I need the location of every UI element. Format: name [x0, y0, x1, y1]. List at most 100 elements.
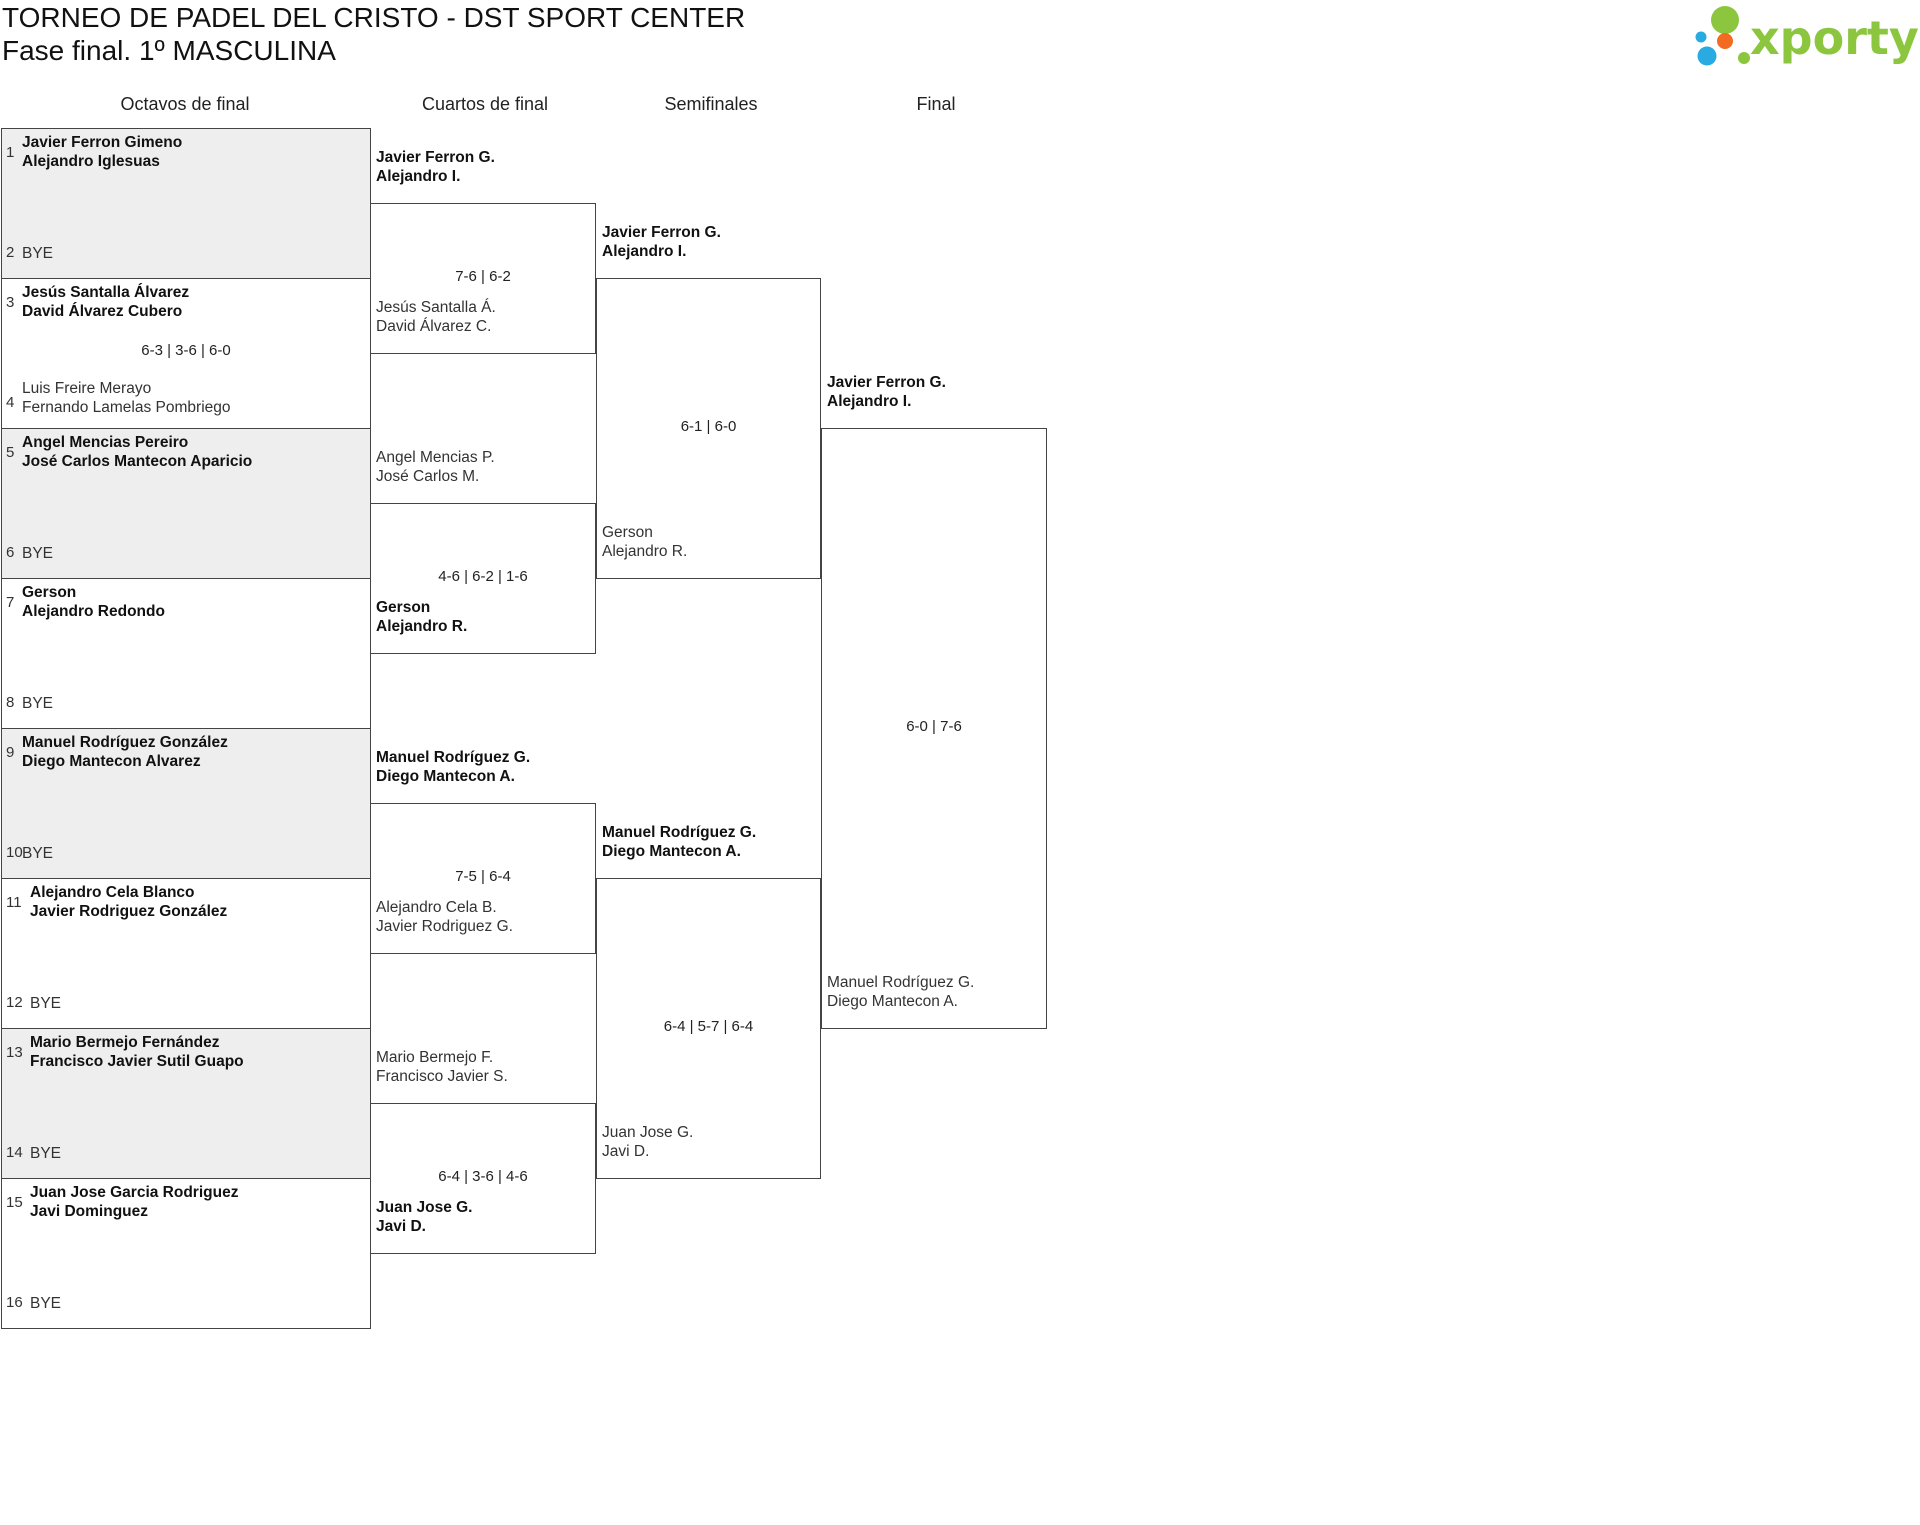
tournament-title: TORNEO DE PADEL DEL CRISTO - DST SPORT C… [2, 2, 746, 33]
player-name: Javier Ferron Gimeno [22, 134, 183, 151]
player-name: BYE [22, 245, 54, 262]
player-name: Mario Bermejo F. [376, 1049, 494, 1066]
team-top: Javier Ferron G.Alejandro I. [827, 373, 946, 411]
player-name: Manuel Rodríguez González [22, 734, 228, 751]
player-name: Alejandro Redondo [22, 603, 165, 620]
logo-wordmark: xporty [1750, 11, 1919, 65]
match-score: 6-3 | 3-6 | 6-0 [141, 342, 231, 359]
team-bottom: BYE [22, 544, 53, 563]
team-bottom: Jesús Santalla Á.David Álvarez C. [376, 298, 496, 336]
match-box-cuartos [370, 503, 596, 654]
player-name: Javi D. [602, 1143, 650, 1160]
player-name: BYE [30, 995, 62, 1012]
player-name: Alejandro Iglesuas [22, 153, 160, 170]
match-box-cuartos [370, 203, 596, 354]
player-name: Manuel Rodríguez G. [827, 974, 975, 991]
player-name: BYE [22, 845, 54, 862]
seed-number: 12 [6, 994, 23, 1011]
player-name: Alejandro R. [376, 618, 468, 635]
player-name: Manuel Rodríguez G. [602, 824, 757, 841]
match-box-octavos [1, 878, 371, 1029]
player-name: Javier Rodriguez González [30, 903, 228, 920]
player-name: Manuel Rodríguez G. [376, 749, 531, 766]
round-header-cuartos: Cuartos de final [421, 94, 549, 114]
match-box-cuartos [370, 1103, 596, 1254]
match-score: 6-4 | 3-6 | 4-6 [438, 1168, 528, 1185]
phase-subtitle: Fase final. 1º MASCULINA [2, 35, 336, 66]
seed-number: 4 [6, 394, 15, 411]
player-name: Javier Ferron G. [827, 374, 946, 391]
player-name: Juan Jose G. [602, 1124, 694, 1141]
match-box-final [821, 428, 1047, 1029]
seed-number: 3 [6, 294, 15, 311]
seed-number: 9 [6, 744, 15, 761]
seed-number: 15 [6, 1194, 23, 1211]
team-bottom: BYE [30, 1144, 61, 1163]
match-box-octavos [1, 428, 371, 579]
player-name: Diego Mantecon A. [827, 993, 958, 1010]
player-name: BYE [30, 1145, 62, 1162]
round-header-semifinales: Semifinales [664, 94, 758, 114]
player-name: Angel Mencias P. [376, 449, 495, 466]
team-top: Angel Mencias P.José Carlos M. [376, 448, 495, 486]
player-name: José Carlos Mantecon Aparicio [22, 453, 253, 470]
player-name: Javier Ferron G. [376, 149, 495, 166]
player-name: Alejandro I. [602, 243, 687, 260]
team-top: Javier Ferron G.Alejandro I. [376, 148, 495, 186]
team-bottom: BYE [22, 244, 53, 263]
logo-dot-blue-large [1697, 46, 1717, 66]
player-name: Alejandro R. [602, 543, 688, 560]
seed-number: 7 [6, 594, 15, 611]
seed-number: 2 [6, 244, 15, 261]
logo-dot-green [1711, 6, 1739, 34]
team-top: Javier Ferron G.Alejandro I. [602, 223, 721, 261]
player-name: Javi D. [376, 1218, 426, 1235]
match-box-cuartos [370, 803, 596, 954]
match-box-semifinales [596, 278, 821, 579]
match-score: 6-4 | 5-7 | 6-4 [663, 1018, 754, 1035]
team-top: Manuel Rodríguez G. Diego Mantecon A. [602, 823, 756, 861]
seed-number: 11 [6, 894, 22, 911]
player-name: David Álvarez Cubero [22, 303, 183, 320]
team-bottom: BYE [22, 844, 53, 863]
player-name: Diego Mantecon A. [376, 768, 515, 785]
team-bottom: Manuel Rodríguez G. Diego Mantecon A. [827, 973, 974, 1011]
match-score: 6-0 | 7-6 [906, 718, 962, 735]
player-name: Javier Rodriguez G. [376, 918, 513, 935]
player-name: BYE [30, 1295, 62, 1312]
seed-number: 5 [6, 444, 15, 461]
team-bottom: BYE [22, 694, 53, 713]
player-name: Diego Mantecon A. [602, 843, 741, 860]
player-name: Javi Dominguez [30, 1203, 148, 1220]
team-top: Mario Bermejo F. Francisco Javier S. [376, 1048, 508, 1086]
logo-dot-orange [1717, 33, 1733, 49]
player-name: Fernando Lamelas Pombriego [22, 399, 231, 416]
seed-number: 10 [6, 844, 23, 861]
team-bottom: Alejandro Cela B.Javier Rodriguez G. [376, 898, 513, 936]
match-score: 4-6 | 6-2 | 1-6 [438, 568, 528, 585]
player-name: Diego Mantecon Alvarez [22, 753, 201, 770]
player-name: Alejandro Cela Blanco [30, 884, 195, 901]
logo-dot-green-small [1738, 52, 1750, 64]
seed-number: 8 [6, 694, 15, 711]
player-name: BYE [22, 695, 54, 712]
seed-number: 6 [6, 544, 15, 561]
seed-number: 14 [6, 1144, 23, 1161]
player-name: BYE [22, 545, 54, 562]
player-name: Angel Mencias Pereiro [22, 434, 189, 451]
player-name: Francisco Javier S. [376, 1068, 508, 1085]
round-header-octavos: Octavos de final [120, 94, 250, 114]
seed-number: 16 [6, 1294, 23, 1311]
match-box-octavos [1, 128, 371, 279]
team-bottom: Juan Jose G. Javi D. [602, 1123, 693, 1161]
player-name: David Álvarez C. [376, 318, 492, 335]
match-score: 7-5 | 6-4 [455, 868, 511, 885]
player-name: Juan Jose Garcia Rodriguez [30, 1184, 239, 1201]
